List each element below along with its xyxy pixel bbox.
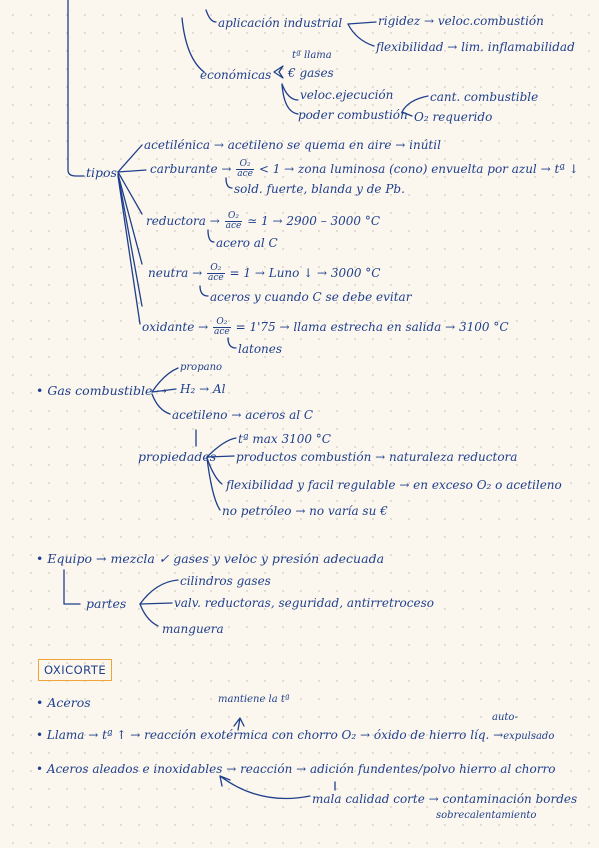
text-partes: partes <box>86 596 127 611</box>
text-acetilenica: acetilénica → acetileno se quema en aire… <box>144 138 441 152</box>
frac-den: ace <box>225 221 242 231</box>
text-soldadura: sold. fuerte, blanda y de Pb. <box>234 182 405 196</box>
frac-den: ace <box>214 327 230 337</box>
llama-expulsado: expulsado <box>503 731 555 742</box>
llama-line: Llama → tª ↑ → reacción exotérmica con c… <box>46 728 504 742</box>
text-cantcomb: cant. combustible <box>430 90 539 104</box>
text-productos: productos combustión → naturaleza reduct… <box>236 450 518 464</box>
text-tllama: tª llama <box>292 50 332 61</box>
text-llama: • Llama → tª ↑ → reacción exotérmica con… <box>36 728 555 742</box>
aceros2-line: Aceros aleados e inoxidables → reacción … <box>46 762 556 776</box>
reductora-rest: ≃ 1 → 2900 – 3000 °C <box>247 214 381 228</box>
reductora-lead: reductora → <box>146 214 220 228</box>
text-mala: mala calidad corte → contaminación borde… <box>312 792 578 806</box>
text-economicas: económicas <box>200 68 272 82</box>
text-reductora-acero: acero al C <box>216 236 278 250</box>
carburante-rest: < 1 → zona luminosa (cono) envuelta por … <box>258 162 579 176</box>
text-sobre: sobrecalentamiento <box>436 810 537 821</box>
text-neutra-aceros: aceros y cuando C se debe evitar <box>210 290 412 304</box>
text-velocej: veloc.ejecución <box>300 88 394 102</box>
gas-label: Gas combustible <box>47 383 153 398</box>
text-acetileno: acetileno → aceros al C <box>172 408 314 422</box>
frac-den: ace <box>237 169 253 179</box>
text-auto: auto- <box>492 712 518 723</box>
oxicorte-title-box: OXICORTE <box>38 659 113 681</box>
carburante-lead: carburante → <box>150 162 232 176</box>
text-valv: valv. reductoras, seguridad, antirretroc… <box>174 596 434 610</box>
text-equipo: • Equipo → mezcla ✓ gases y veloc y pres… <box>36 551 385 566</box>
text-aceros2: • Aceros aleados e inoxidables → reacció… <box>36 762 556 776</box>
frac-num: O₂ <box>213 318 231 328</box>
text-petroleo: no petróleo → no varía su € <box>222 504 388 518</box>
frac-num: O₂ <box>206 264 225 274</box>
text-egases: € gases <box>288 66 334 80</box>
text-o2req: O₂ requerido <box>414 110 493 124</box>
text-propano: propano <box>180 362 223 373</box>
equipo-line: Equipo → mezcla ✓ gases y veloc y presió… <box>47 551 385 566</box>
text-h2: H₂ → Al <box>180 382 226 396</box>
text-propiedades: propiedades <box>138 449 217 464</box>
text-cilindros: cilindros gases <box>180 574 271 588</box>
frac-num: O₂ <box>224 212 243 222</box>
text-gas-label: • Gas combustible → <box>36 383 167 398</box>
frac-den: ace <box>207 273 224 283</box>
neutra-rest: = 1 → Luno ↓ → 3000 °C <box>229 266 381 280</box>
text-manguera: manguera <box>162 622 224 636</box>
oxidante-rest: = 1'75 → llama estrecha en salida → 3100… <box>235 320 509 334</box>
text-poder: poder combustión <box>298 108 408 122</box>
text-mantiene: mantiene la tª <box>218 694 290 705</box>
text-flexibilidad: flexibilidad → lim. inflamabilidad <box>376 40 575 54</box>
neutra-lead: neutra → <box>148 266 203 280</box>
oxidante-lead: oxidante → <box>142 320 209 334</box>
text-rigidez: rigidez → veloc.combustión <box>378 14 544 28</box>
text-oxidante-latones: latones <box>238 342 283 356</box>
text-tipos: tipos <box>86 165 117 180</box>
text-industrial: aplicación industrial <box>218 16 343 30</box>
text-gas-flexibilidad: flexibilidad y facil regulable → en exce… <box>226 478 562 492</box>
text-aceros: • Aceros <box>36 695 91 710</box>
text-tmax: tª max 3100 °C <box>238 432 331 446</box>
frac-num: O₂ <box>236 160 254 170</box>
aceros-label: Aceros <box>47 695 91 710</box>
